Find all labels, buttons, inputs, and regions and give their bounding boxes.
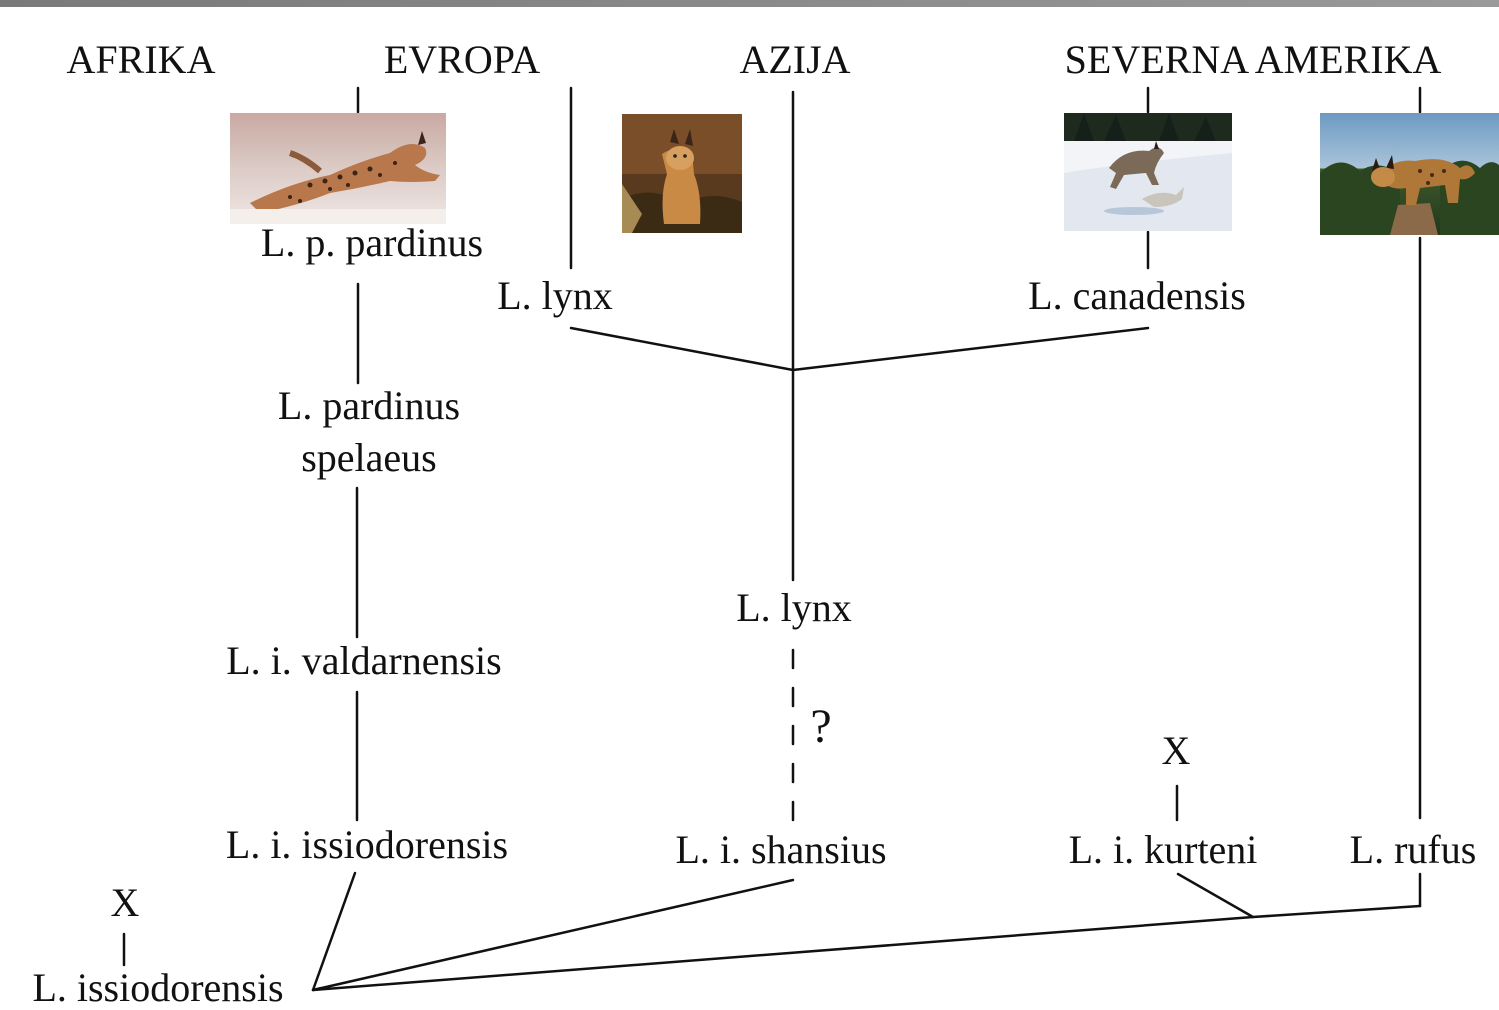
line-kurteni-join xyxy=(1178,874,1253,917)
label-l-lynx-europe: L. lynx xyxy=(497,276,613,316)
iberian-lynx-photo xyxy=(230,113,446,224)
extinct-marker-issiodorensis: X xyxy=(111,883,140,923)
label-l-i-valdarnensis: L. i. valdarnensis xyxy=(226,641,502,681)
label-l-lynx-asia: L. lynx xyxy=(736,588,852,628)
label-l-pardinus-spelaeus: L. pardinus spelaeus xyxy=(278,380,460,484)
bobcat-photo xyxy=(1320,113,1499,235)
line-lynx-join xyxy=(571,328,793,370)
line-shansius-root xyxy=(313,880,793,990)
label-l-i-kurteni: L. i. kurteni xyxy=(1069,830,1258,870)
extinct-marker-kurteni: X xyxy=(1162,731,1191,771)
label-spelaeus-line2: spelaeus xyxy=(301,435,437,480)
eurasian-lynx-photo xyxy=(622,114,742,233)
region-evropa: EVROPA xyxy=(384,40,540,80)
region-severna-amerika: SEVERNA AMERIKA xyxy=(1065,40,1442,80)
label-l-i-shansius: L. i. shansius xyxy=(675,830,886,870)
label-l-i-issiodorensis: L. i. issiodorensis xyxy=(226,825,508,865)
label-l-issiodorensis: L. issiodorensis xyxy=(32,968,283,1008)
region-afrika: AFRIKA xyxy=(67,40,216,80)
line-america-root xyxy=(313,917,1253,990)
label-l-canadensis: L. canadensis xyxy=(1028,276,1246,316)
canada-lynx-photo xyxy=(1064,113,1232,231)
label-l-p-pardinus: L. p. pardinus xyxy=(261,223,483,263)
label-spelaeus-line1: L. pardinus xyxy=(278,383,460,428)
line-canadensis-join xyxy=(793,328,1148,370)
line-issiodorensis-root xyxy=(313,873,355,990)
question-mark: ? xyxy=(810,707,831,747)
label-l-rufus: L. rufus xyxy=(1350,830,1477,870)
region-azija: AZIJA xyxy=(739,40,850,80)
line-rufus-horizontal xyxy=(1253,906,1420,917)
